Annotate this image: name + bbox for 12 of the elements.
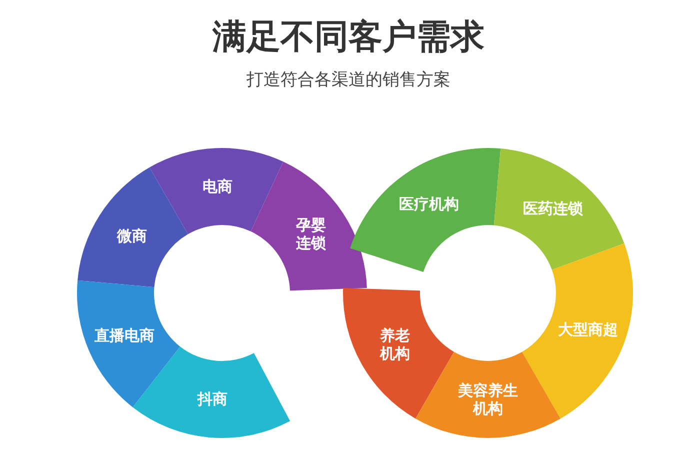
ring-segment: 养老机构 (343, 288, 454, 419)
title: 满足不同客户需求 (212, 16, 484, 59)
ring-segment: 医疗机构 (350, 148, 501, 272)
subtitle: 打造符合各渠道的销售方案 (246, 69, 450, 91)
ring-segment: 直播电商 (77, 280, 180, 408)
ring-segment: 大型商超 (522, 243, 633, 419)
ring-segment: 美容养生机构 (416, 352, 560, 438)
ring-segment: 电商 (150, 148, 284, 234)
ring-segment: 孕婴连锁 (250, 162, 367, 291)
ring-segment: 微商 (78, 167, 188, 288)
ring-segment: 抖商 (132, 346, 290, 438)
ring-segment: 医药连锁 (494, 148, 624, 270)
